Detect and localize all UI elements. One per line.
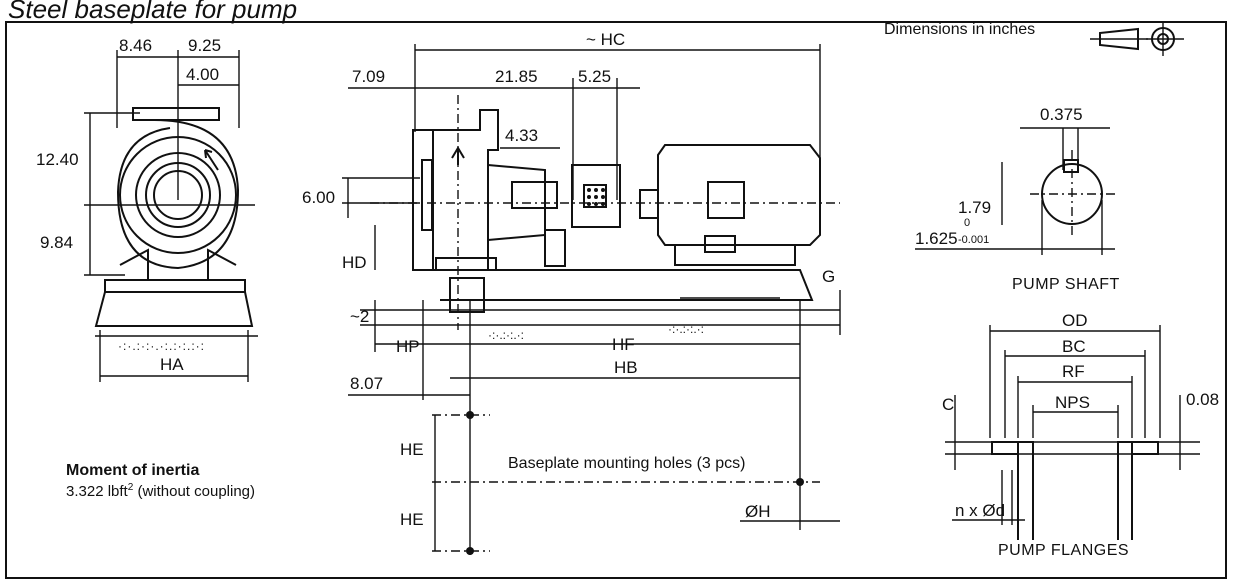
grout-dots-1: ·:·.:·:.·: <box>488 328 524 342</box>
dim-5-25: 5.25 <box>578 67 611 86</box>
dim-HE-lower: HE <box>400 510 424 529</box>
dim-0-375: 0.375 <box>1040 105 1083 124</box>
units-note: Dimensions in inches <box>884 21 1035 38</box>
dim-n-x-d: n x Ød <box>955 501 1005 520</box>
drawing-title: Steel baseplate for pump <box>8 0 297 24</box>
dim-H-diameter: ØH <box>745 502 771 521</box>
inertia-value: 3.322 lbft2 (without coupling) <box>66 482 255 500</box>
shaft-tol-lower: -0.001 <box>958 234 989 246</box>
dim-9-84: 9.84 <box>40 233 73 252</box>
dim-BC: BC <box>1062 337 1086 356</box>
dim-8-07: 8.07 <box>350 374 383 393</box>
end-view: 8.46 9.25 4.00 12.40 9.84 ·:·.:·:·.·:.:·… <box>36 36 258 382</box>
dim-HB: HB <box>614 358 638 377</box>
dim-12-40: 12.40 <box>36 150 79 169</box>
dim-HC: ~ HC <box>586 30 625 49</box>
shaft-tol-upper: 0 <box>964 217 970 229</box>
dim-7-09: 7.09 <box>352 67 385 86</box>
dim-4-00: 4.00 <box>186 65 219 84</box>
dim-0-08: 0.08 <box>1186 390 1219 409</box>
pump-shaft-detail: 0.375 1.79 1.625 0 -0.001 PUMP SHAFT <box>915 105 1120 293</box>
dim-8-46: 8.46 <box>119 36 152 55</box>
dim-OD: OD <box>1062 311 1088 330</box>
dim-C: C <box>942 395 954 414</box>
dim-approx-2: ~2 <box>350 307 369 326</box>
dim-RF: RF <box>1062 362 1085 381</box>
cone-projection-icon <box>1090 27 1148 51</box>
dim-NPS: NPS <box>1055 393 1090 412</box>
grout-dots-2: ·:·.:·:.·: <box>668 322 704 336</box>
dim-HF: HF <box>612 335 635 354</box>
coupling-bolt-grid <box>583 184 607 208</box>
dim-4-33: 4.33 <box>505 126 538 145</box>
dim-21-85: 21.85 <box>495 67 538 86</box>
dim-6-00: 6.00 <box>302 188 335 207</box>
pump-flanges-caption: PUMP FLANGES <box>998 542 1129 559</box>
pump-shaft-caption: PUMP SHAFT <box>1012 276 1120 293</box>
dim-1-625: 1.625 <box>915 229 958 248</box>
side-view: ~ HC 7.09 21.85 5.25 4.33 6.00 <box>302 30 841 555</box>
dim-HD: HD <box>342 253 367 272</box>
inertia-heading: Moment of inertia <box>66 462 199 479</box>
pump-flanges-detail: OD BC RF NPS C 0.08 n x Ød PUMP FLANGES <box>942 311 1219 559</box>
mounting-holes-note: Baseplate mounting holes (3 pcs) <box>508 455 745 472</box>
dim-9-25: 9.25 <box>188 36 221 55</box>
drawing-frame <box>5 21 1227 579</box>
dim-HA: HA <box>160 355 184 374</box>
grout-dots: ·:·.:·:·.·:.:·:.:·: <box>118 339 205 353</box>
dim-1-79: 1.79 <box>958 198 991 217</box>
dim-G: G <box>822 267 835 286</box>
inertia-block: Moment of inertia 3.322 lbft2 (without c… <box>66 462 255 500</box>
dim-HP: HP <box>396 337 420 356</box>
crosshair-circle-icon <box>1146 22 1184 56</box>
dim-HE-upper: HE <box>400 440 424 459</box>
